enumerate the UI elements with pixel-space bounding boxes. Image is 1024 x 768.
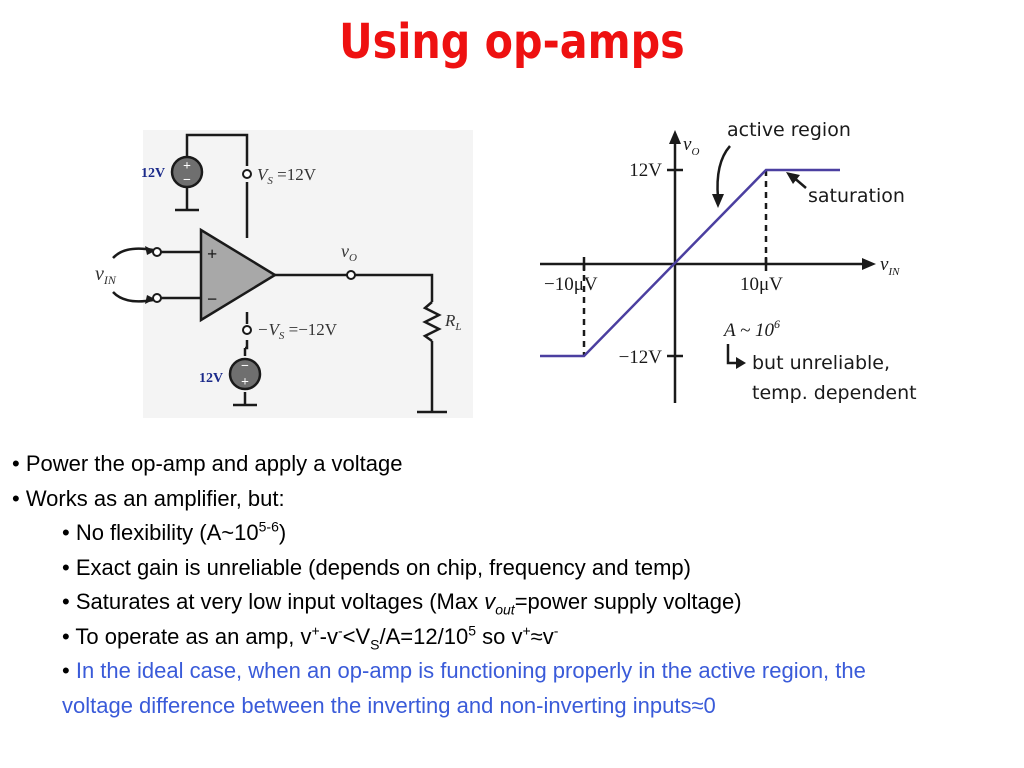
- bullet-ideal-case: • In the ideal case, when an op-amp is f…: [62, 658, 866, 718]
- x-tick-label-neg: −10μV: [544, 274, 598, 295]
- vs-neg-terminal: [242, 325, 252, 335]
- x-axis-label: vIN: [880, 254, 900, 278]
- vs-pos-terminal: [242, 169, 252, 179]
- x-axis-arrowhead: [862, 258, 876, 270]
- bullet-flexibility: • No flexibility (A~105-6): [62, 518, 287, 545]
- opamp-circuit-diagram: + − 12V − + 12V + − VS =12V −VS =−12V vO…: [95, 130, 473, 418]
- slide-title-text: Using op-amps: [339, 14, 685, 70]
- bullet-amplifier: • Works as an amplifier, but:: [12, 485, 285, 511]
- top-voltage-source: [170, 155, 204, 189]
- y-axis-arrowhead: [669, 130, 681, 144]
- active-region-annotation: active region: [727, 119, 851, 141]
- top-source-plus: +: [183, 159, 191, 174]
- y-tick-label-pos: 12V: [629, 160, 662, 181]
- top-source-label: 12V: [141, 166, 165, 181]
- top-source-minus: −: [183, 173, 191, 188]
- bottom-voltage-source: [228, 357, 262, 391]
- y-axis-label: vO: [683, 134, 699, 158]
- transfer-curve: [540, 168, 840, 358]
- vin-arrowhead-top: [145, 246, 155, 255]
- output-wire: [275, 273, 434, 302]
- y-tick-label-neg: −12V: [619, 347, 663, 368]
- vs-pos-label: VS =12V: [257, 165, 317, 187]
- saturation-arrowhead: [786, 172, 800, 184]
- gain-label: A ~ 106: [722, 317, 780, 341]
- vo-terminal: [346, 270, 356, 280]
- bottom-source-label: 12V: [199, 371, 223, 386]
- bottom-source-minus: −: [241, 359, 249, 374]
- input-terminal-bottom: [152, 293, 162, 303]
- vin-label: vIN: [95, 263, 117, 287]
- bullet-saturates: • Saturates at very low input voltages (…: [62, 589, 742, 618]
- slide-title: Using op-amps: [0, 14, 1024, 70]
- x-tick-label-pos: 10μV: [740, 274, 783, 295]
- active-region-arrowhead: [712, 194, 724, 208]
- opamp-triangle: [199, 227, 278, 323]
- gain-note-line1: but unreliable,: [752, 352, 890, 374]
- rl-label: RL: [444, 311, 462, 333]
- input-terminal-top: [152, 247, 162, 257]
- gain-note-line2: temp. dependent: [752, 382, 917, 404]
- bullet-operate-amp: • To operate as an amp, v+-v-<VS/A=12/10…: [62, 622, 559, 652]
- bullet-list: • Power the op-amp and apply a voltage •…: [12, 447, 1017, 723]
- opamp-minus-sign: −: [207, 289, 217, 309]
- saturation-annotation: saturation: [808, 185, 905, 207]
- top-supply-wire: [185, 133, 249, 166]
- active-region-arrow: [716, 145, 731, 199]
- load-resistor: [422, 301, 442, 343]
- vs-neg-label: −VS =−12V: [257, 320, 338, 342]
- bottom-source-plus: +: [241, 375, 249, 390]
- gain-note-arrowhead: [736, 357, 746, 369]
- opamp-plus-sign: +: [207, 244, 217, 264]
- bullet-gain-unreliable: • Exact gain is unreliable (depends on c…: [62, 554, 691, 580]
- graph-background: [540, 118, 945, 418]
- bullet-power: • Power the op-amp and apply a voltage: [12, 451, 403, 476]
- vo-label: vO: [341, 241, 357, 264]
- vin-arrowhead-bottom: [145, 295, 155, 304]
- transfer-characteristic-graph: 12V −12V −10μV 10μV vO vIN active region…: [540, 118, 945, 418]
